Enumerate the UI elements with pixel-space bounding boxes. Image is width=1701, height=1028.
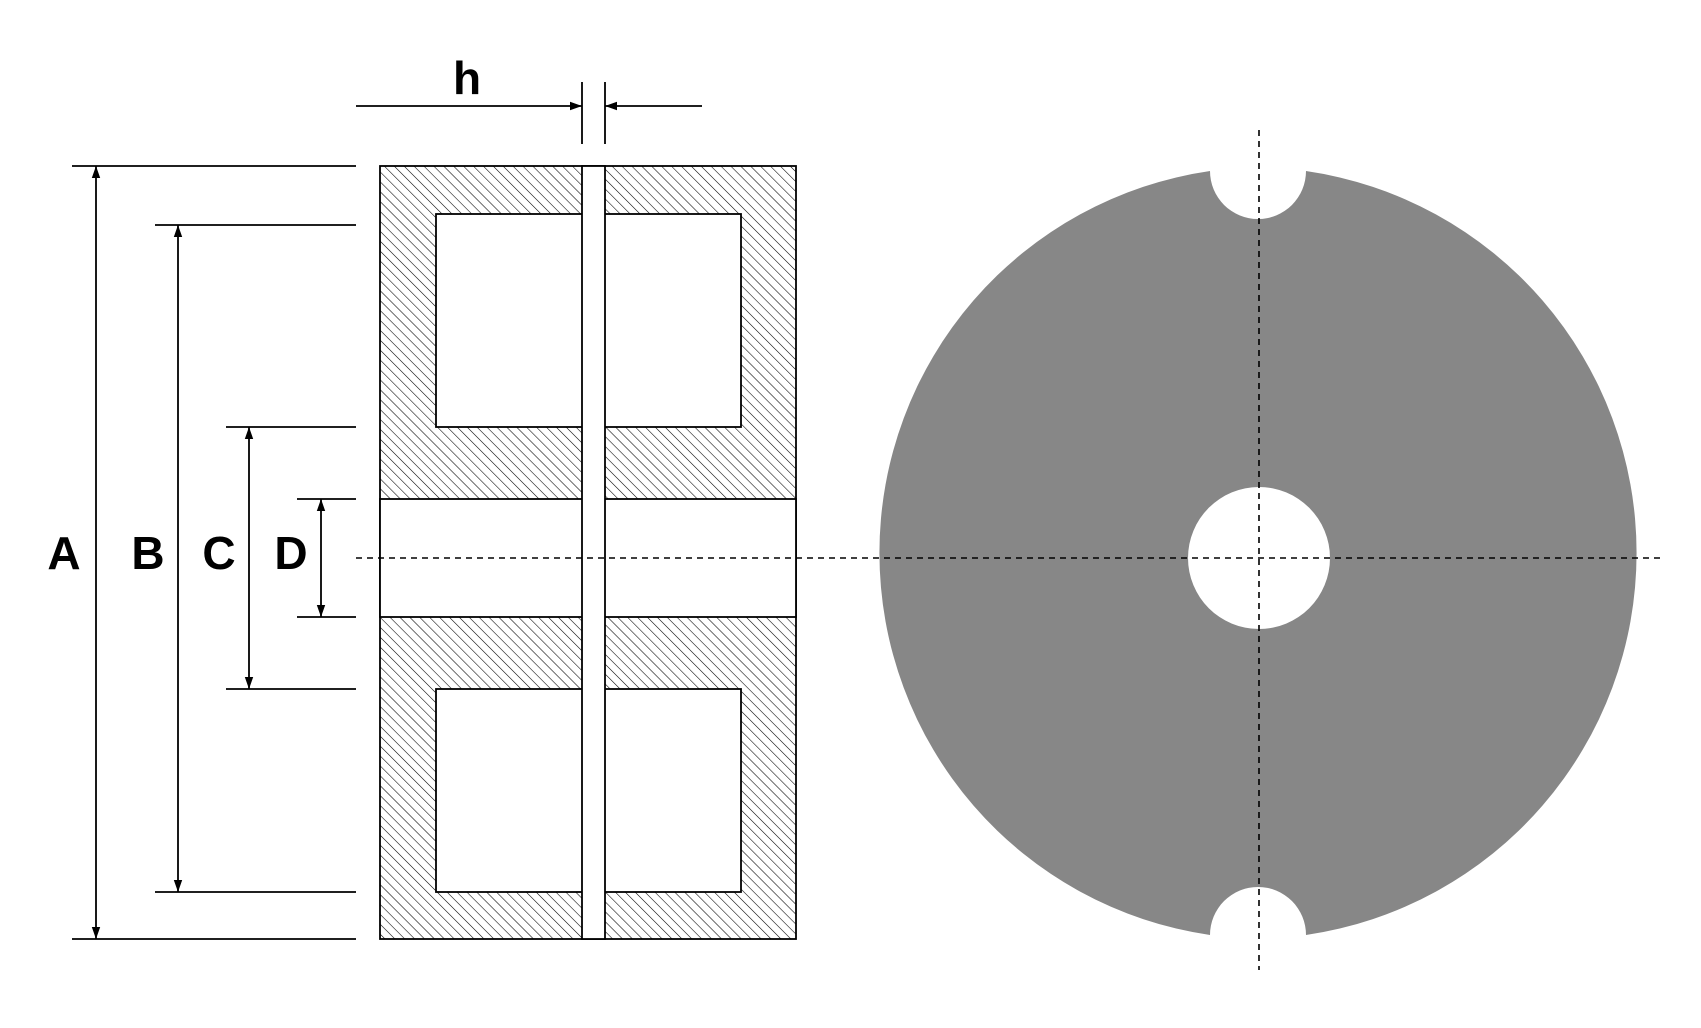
label-h: h	[453, 52, 481, 104]
dimension-labels: A B C D h	[47, 52, 481, 579]
core-disc	[879, 171, 1637, 935]
cross-section-view	[379, 165, 797, 940]
plan-view	[879, 171, 1637, 935]
dimension-arrows	[91, 101, 702, 939]
label-C: C	[202, 527, 235, 579]
label-B: B	[131, 527, 164, 579]
center-lines	[356, 130, 1662, 970]
label-A: A	[47, 527, 80, 579]
air-gap-slot	[581, 165, 606, 940]
label-D: D	[274, 527, 307, 579]
